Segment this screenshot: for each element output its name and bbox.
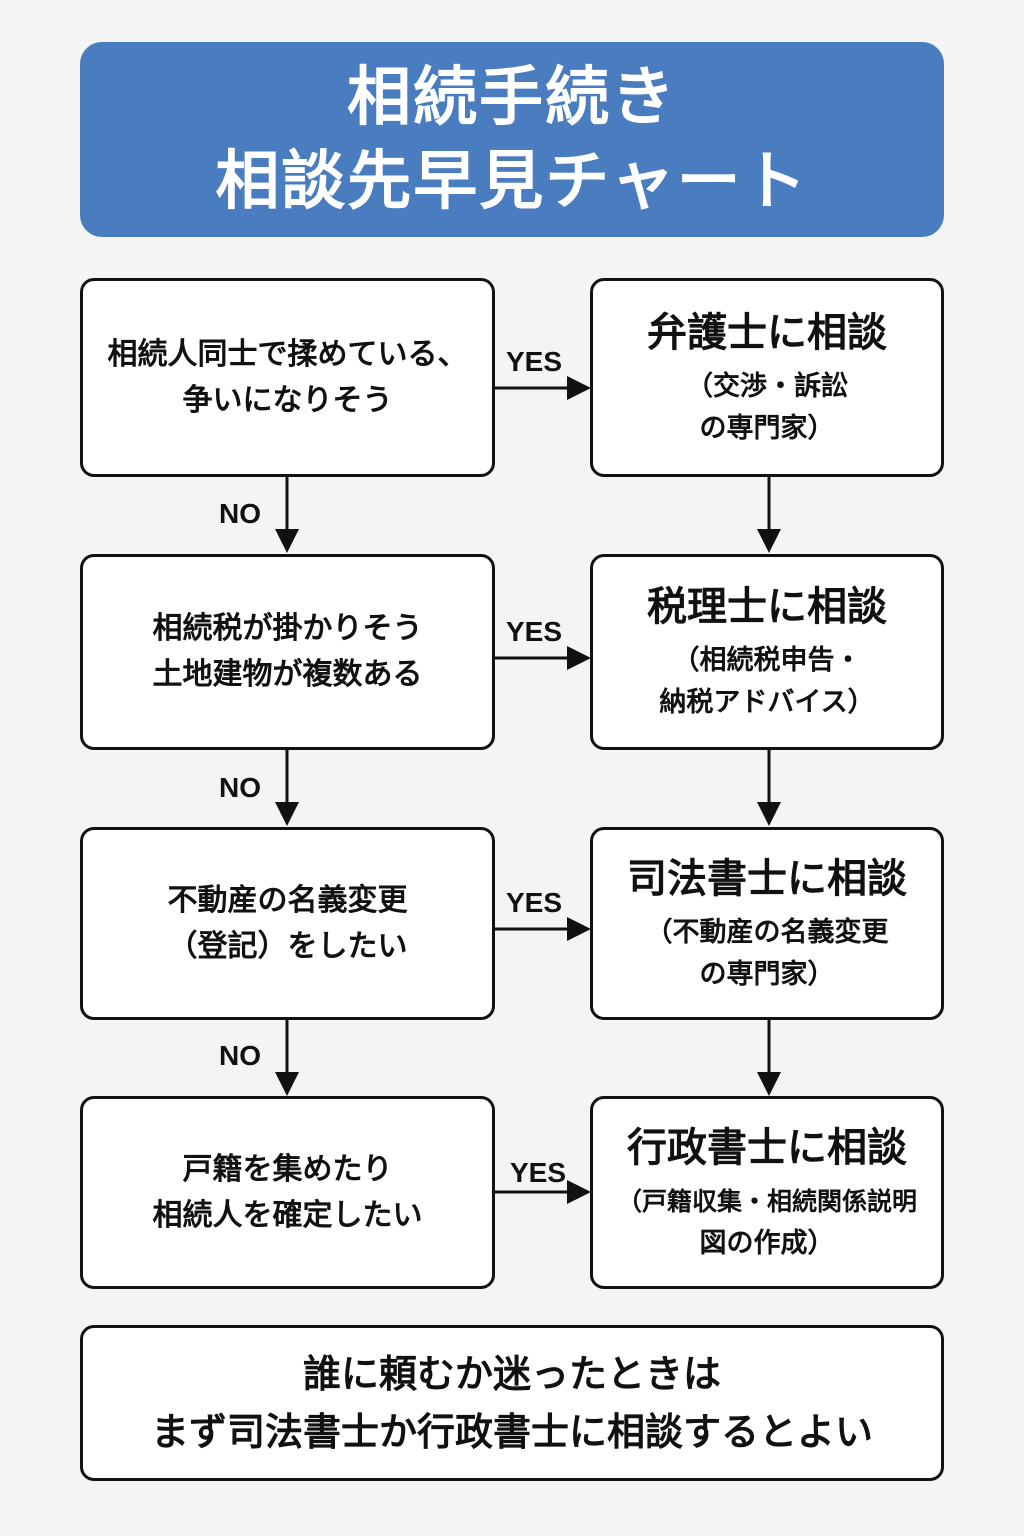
- chart-title-line2: 相談先早見チャート: [215, 144, 809, 219]
- question-3-line2: （登記）をしたい: [167, 928, 408, 964]
- question-4-line2: 相続人を確定したい: [152, 1197, 423, 1233]
- footer-line2: まず司法書士か行政書士に相談するとよい: [150, 1410, 873, 1454]
- no-label-1: NO: [219, 498, 261, 529]
- advisor-1-detail-line1: （交渉・訴訟: [686, 370, 848, 402]
- advisor-2-detail-line2: 納税アドバイス）: [659, 687, 875, 718]
- advisor-4-detail-line1: （戸籍収集・相続関係説明: [616, 1186, 917, 1216]
- question-box-3: 不動産の名義変更 （登記）をしたい: [80, 827, 495, 1020]
- question-1-line1: 相続人同士で揉めている、: [107, 336, 468, 372]
- advisor-3-detail-line2: の専門家）: [699, 958, 835, 990]
- advisor-2-detail-line1: （相続税申告・: [672, 645, 862, 676]
- chart-title-line1: 相続手続き: [347, 60, 677, 135]
- no-label-3: NO: [219, 1040, 261, 1071]
- footer-line1: 誰に頼むか迷ったときは: [302, 1352, 721, 1396]
- advisor-3-detail-line1: （不動産の名義変更: [645, 916, 889, 948]
- advisor-4-detail-line2: 図の作成）: [699, 1227, 835, 1259]
- question-box-1: 相続人同士で揉めている、 争いになりそう: [80, 278, 495, 477]
- footer-note: 誰に頼むか迷ったときは まず司法書士か行政書士に相談するとよい: [80, 1325, 944, 1481]
- advisor-box-judicial-scrivener: 司法書士に相談 （不動産の名義変更 の専門家）: [590, 827, 944, 1020]
- yes-label-1: YES: [506, 346, 563, 377]
- question-box-4: 戸籍を集めたり 相続人を確定したい: [80, 1096, 495, 1289]
- question-4-line1: 戸籍を集めたり: [182, 1151, 393, 1187]
- advisor-3-title: 司法書士に相談: [627, 855, 907, 902]
- yes-label-4: YES: [510, 1157, 567, 1188]
- advisor-4-title: 行政書士に相談: [627, 1124, 907, 1171]
- yes-label-3: YES: [506, 887, 563, 918]
- question-box-2: 相続税が掛かりそう 土地建物が複数ある: [80, 554, 495, 750]
- question-1-line2: 争いになりそう: [182, 382, 393, 418]
- advisor-1-detail-line2: の専門家）: [699, 412, 835, 444]
- advisor-box-tax-accountant: 税理士に相談 （相続税申告・ 納税アドバイス）: [590, 554, 944, 750]
- advisor-box-lawyer: 弁護士に相談 （交渉・訴訟 の専門家）: [590, 278, 944, 477]
- chart-title: 相続手続き 相談先早見チャート: [80, 42, 944, 237]
- yes-label-2: YES: [506, 616, 563, 647]
- question-2-line1: 相続税が掛かりそう: [152, 611, 423, 646]
- question-3-line1: 不動産の名義変更: [167, 882, 408, 918]
- advisor-2-title: 税理士に相談: [647, 584, 887, 630]
- no-label-2: NO: [219, 772, 261, 803]
- advisor-box-administrative-scrivener: 行政書士に相談 （戸籍収集・相続関係説明 図の作成）: [590, 1096, 944, 1289]
- question-2-line2: 土地建物が複数ある: [152, 657, 423, 692]
- advisor-1-title: 弁護士に相談: [647, 309, 887, 356]
